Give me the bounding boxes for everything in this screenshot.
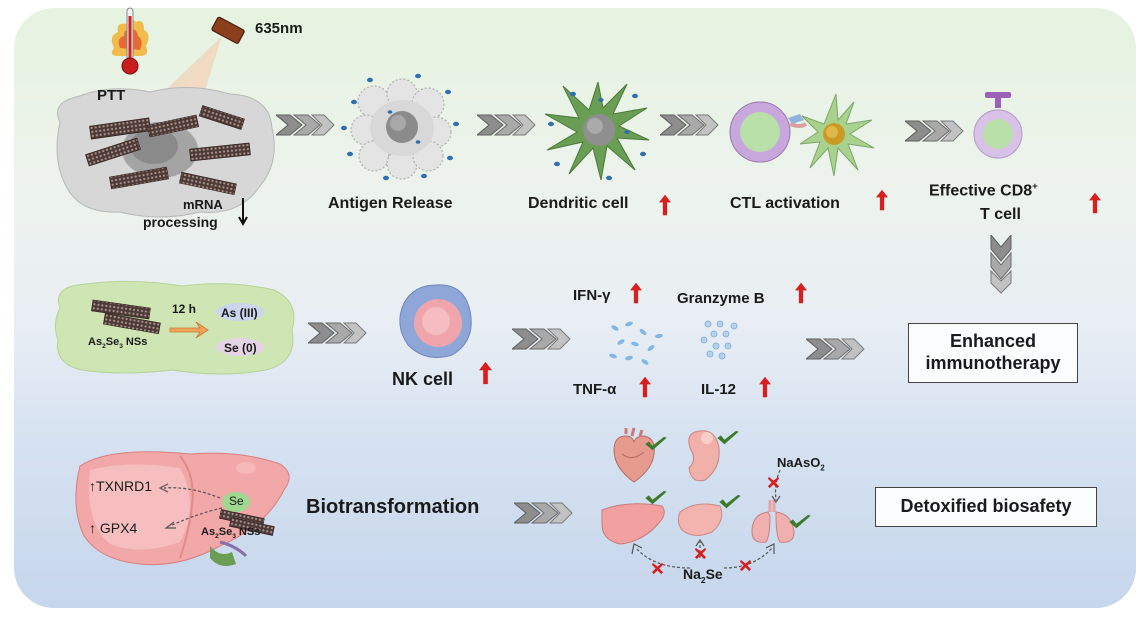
up-arrow-icon — [639, 376, 651, 398]
nanosheets-label: As2Se3 NSs — [88, 336, 148, 351]
gpx4-label: ↑ GPX4 — [89, 520, 138, 536]
heart-organ — [613, 427, 655, 483]
laser-wavelength-label: 635nm — [255, 20, 303, 37]
chevron-arrow-icon — [660, 112, 720, 138]
dendritic-cell — [544, 81, 650, 181]
up-arrow-icon — [795, 282, 807, 304]
chevron-arrow-icon — [806, 336, 866, 362]
liver-small-organ — [601, 503, 665, 545]
detoxified-biosafety-label: Detoxified biosafety — [900, 496, 1072, 516]
ctl-activation-label: CTL activation — [730, 195, 840, 212]
enhanced-line2: immunotherapy — [925, 353, 1061, 373]
cross-icon — [739, 559, 752, 572]
nk-cell-label: NK cell — [392, 369, 454, 389]
check-icon — [788, 514, 812, 530]
liver-nanosheets-label: As2Se3 NSs — [201, 526, 261, 541]
chevron-down-arrow-icon — [990, 235, 1012, 294]
spleen-organ — [677, 503, 723, 536]
nanosheet-group — [85, 105, 251, 196]
up-arrow-icon — [479, 361, 492, 385]
antigen-release-cell — [341, 73, 459, 181]
as-iii-label: As (III) — [221, 306, 258, 320]
up-arrow-icon — [759, 376, 771, 398]
cross-icon — [694, 547, 707, 560]
tumor-cell — [56, 87, 275, 218]
biotransformation-label: Biotransformation — [306, 496, 480, 518]
granzyme-b-label: Granzyme B — [677, 290, 765, 307]
up-arrow-icon — [659, 194, 671, 216]
se-label: Se — [229, 494, 244, 508]
granzyme-il12-molecules — [700, 320, 738, 360]
ptt-label: PTT — [97, 87, 126, 104]
naaso2-label: NaAsO2 — [777, 455, 825, 473]
cd8-t-cell-label-line2: T cell — [980, 206, 1021, 223]
antigen-release-label: Antigen Release — [328, 195, 453, 212]
cd8-t-cell — [973, 92, 1023, 159]
dendritic-cell-label: Dendritic cell — [528, 195, 629, 212]
chevron-arrow-icon — [905, 118, 965, 144]
check-icon — [644, 436, 668, 452]
chevron-arrow-icon — [512, 326, 572, 352]
mrna-label-line2: processing — [143, 214, 218, 230]
chevron-arrow-icon — [308, 320, 368, 346]
cd8-t-cell-label-line1: Effective CD8+ — [929, 181, 1038, 200]
chevron-arrow-icon — [514, 500, 574, 526]
up-arrow-icon — [630, 282, 642, 304]
na2se-label: Na2Se — [683, 566, 723, 585]
thermometer-icon — [111, 7, 149, 75]
lungs-organ — [751, 500, 795, 543]
detoxified-biosafety-box: Detoxified biosafety — [875, 487, 1097, 527]
down-arrow-icon — [238, 198, 248, 227]
ctl-activation-cells — [729, 93, 875, 177]
enhanced-line1: Enhanced — [949, 331, 1037, 351]
time-label: 12 h — [172, 302, 197, 316]
up-arrow-icon — [876, 189, 888, 211]
ifn-tnf-molecules — [609, 321, 663, 365]
up-arrow-icon — [1089, 192, 1101, 214]
ifn-gamma-label: IFN-γ — [573, 287, 611, 304]
check-icon — [716, 430, 740, 446]
enhanced-immunotherapy-box: Enhanced immunotherapy — [908, 323, 1078, 383]
nk-cell — [399, 284, 472, 358]
cross-icon — [651, 562, 664, 575]
kidney-organ — [688, 430, 720, 482]
liver-organ — [75, 451, 290, 566]
chevron-arrow-icon — [477, 112, 537, 138]
mrna-label-line1: mRNA — [183, 197, 223, 212]
degradation-cell — [54, 280, 295, 375]
se-0-label: Se (0) — [224, 341, 257, 355]
txnrd1-label: ↑TXNRD1 — [89, 478, 153, 494]
tnf-alpha-label: TNF-α — [573, 381, 617, 398]
il12-label: IL-12 — [701, 381, 737, 398]
chevron-arrow-icon — [276, 112, 336, 138]
cross-icon — [767, 476, 780, 489]
